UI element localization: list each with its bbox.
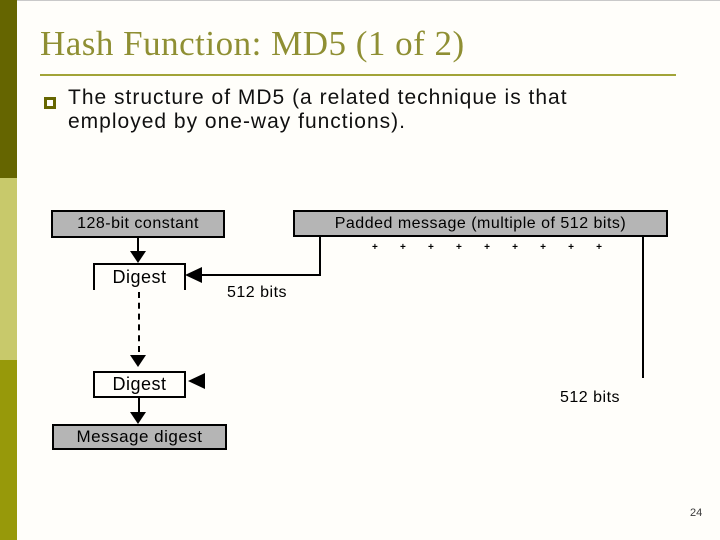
tick-mark-icon: + — [456, 242, 462, 253]
arrow-left-icon — [185, 267, 202, 283]
arrow-down-icon — [130, 355, 146, 367]
tick-mark-icon: + — [568, 242, 574, 253]
tick-mark-icon: + — [372, 242, 378, 253]
sidebar-segment-light — [0, 178, 17, 360]
block-tick-marks: + + + + + + + + + — [372, 242, 602, 254]
connector-constant-to-digest — [137, 237, 139, 252]
padded-message-box: Padded message (multiple of 512 bits) — [293, 210, 668, 237]
message-digest-box: Message digest — [52, 424, 227, 450]
page-number: 24 — [690, 507, 703, 519]
connector-block-to-digest — [202, 274, 321, 276]
tick-mark-icon: + — [540, 242, 546, 253]
sidebar-segment-dark — [0, 0, 17, 178]
arrow-down-icon — [130, 412, 146, 424]
bits-label-1: 512 bits — [227, 284, 288, 301]
tick-mark-icon: + — [512, 242, 518, 253]
bullet-text: The structure of MD5 (a related techniqu… — [68, 86, 688, 134]
bits-label-2: 512 bits — [560, 389, 621, 406]
arrow-left-icon — [188, 373, 205, 389]
connector-digest-to-message — [138, 397, 140, 413]
slide-top-border — [0, 0, 720, 1]
bullet-text-line-1: The structure of MD5 (a related techniqu… — [68, 86, 568, 109]
tick-mark-icon: + — [400, 242, 406, 253]
bullet-text-line-2: employed by one-way functions). — [68, 110, 406, 133]
slide-title: Hash Function: MD5 (1 of 2) — [40, 24, 465, 63]
digest-box-1: Digest — [93, 263, 186, 290]
sidebar-segment-medium — [0, 360, 17, 540]
connector-padded-right-down — [642, 237, 644, 378]
tick-mark-icon: + — [484, 242, 490, 253]
dashed-feedback-line — [138, 292, 140, 352]
connector-padded-down — [319, 237, 321, 276]
tick-mark-icon: + — [596, 242, 602, 253]
bullet-square-icon — [44, 97, 56, 109]
title-underline — [40, 74, 676, 76]
tick-mark-icon: + — [428, 242, 434, 253]
constant-box: 128-bit constant — [51, 210, 225, 238]
digest-box-2: Digest — [93, 371, 186, 398]
arrow-down-icon — [130, 251, 146, 263]
